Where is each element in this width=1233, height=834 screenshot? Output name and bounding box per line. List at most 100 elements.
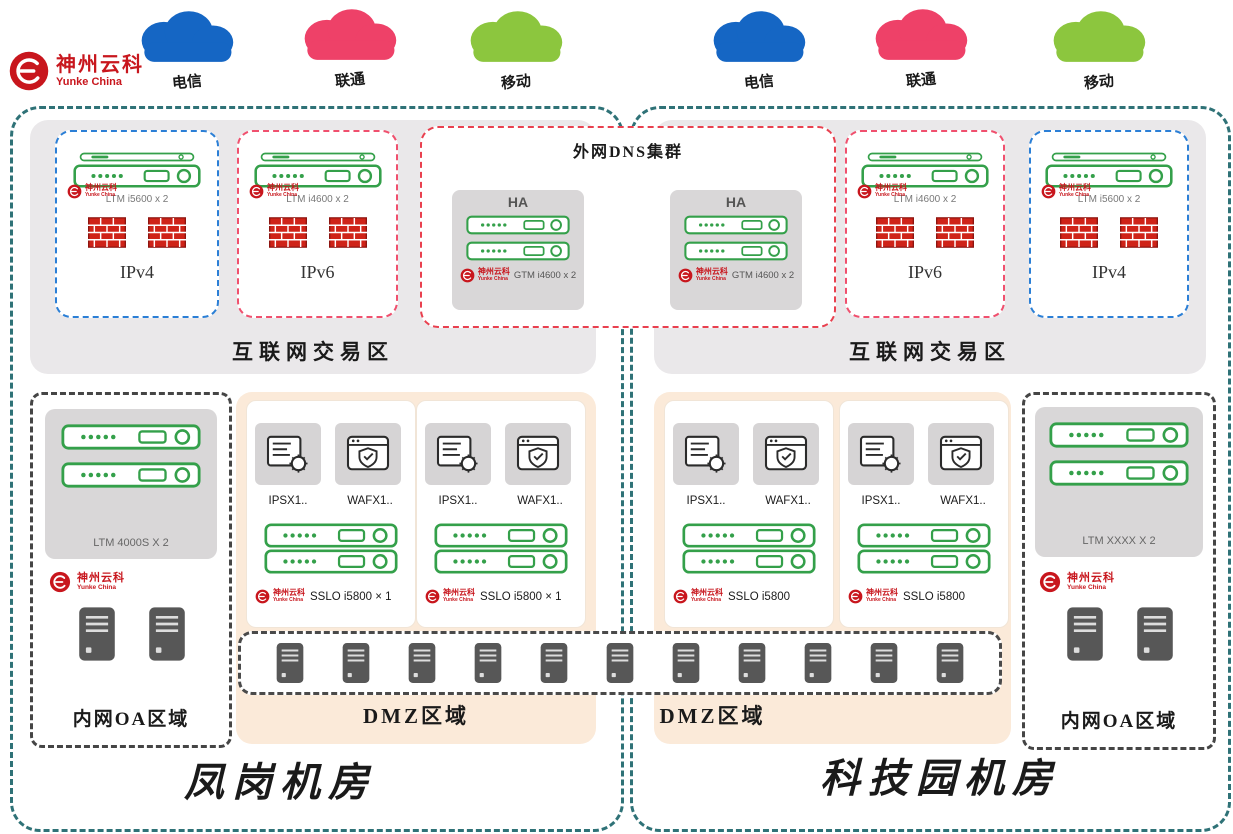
server-icon — [935, 640, 965, 686]
dc-name-left: 凤岗机房 — [184, 760, 376, 805]
isp-label: 移动 — [500, 73, 532, 93]
waf-label: WAFX1.. — [347, 495, 393, 507]
brand-subtitle: Yunke China — [77, 584, 117, 592]
waf-icon — [516, 434, 560, 474]
appliance-icon — [867, 152, 983, 162]
appliance-icon — [466, 214, 570, 236]
ips-icon-box — [848, 423, 914, 485]
firewall-icon — [269, 217, 307, 248]
swirl-icon — [67, 184, 82, 199]
brand-name: 神州云科 — [85, 183, 117, 193]
device-label: LTM i5600 x 2 — [1077, 194, 1141, 205]
zone-label: IPv4 — [1091, 262, 1126, 282]
server-icon — [407, 640, 437, 686]
device-label: SSLO i5800 — [728, 590, 791, 603]
brand-subtitle: Yunke China — [1067, 584, 1107, 592]
server-icon — [605, 640, 635, 686]
firewall-icon — [329, 217, 367, 248]
waf-icon — [346, 434, 390, 474]
appliance-icon — [426, 549, 576, 574]
device-stack — [239, 132, 396, 188]
server-icon — [803, 640, 833, 686]
server-strip — [238, 631, 1002, 695]
brand-subtitle: Yunke China — [875, 192, 906, 199]
firewall-row — [1031, 217, 1187, 248]
device-label: LTM i5600 x 2 — [105, 194, 169, 205]
ha-label: HA — [725, 194, 747, 210]
swirl-icon — [1039, 571, 1061, 593]
device-label: SSLO i5800 × 1 — [480, 590, 562, 603]
appliance-icon — [684, 214, 788, 236]
appliance-icon — [674, 549, 824, 574]
swirl-icon — [460, 268, 475, 283]
server-icon — [1135, 605, 1175, 663]
ips-icon-box — [425, 423, 491, 485]
waf-icon-box — [928, 423, 994, 485]
brand-name: 神州云科 — [443, 588, 475, 598]
brand-subtitle: Yunke China — [1059, 192, 1090, 199]
dmz-zone-label: DMZ区域 — [363, 704, 469, 728]
appliance-icon — [79, 152, 195, 162]
brand-name: 神州云科 — [273, 588, 305, 598]
server-icon — [341, 640, 371, 686]
isp-cloud: 联通 — [861, 3, 981, 91]
appliance-icon — [684, 240, 788, 262]
cloud-icon — [700, 5, 818, 69]
server-group — [77, 605, 187, 663]
swirl-icon — [678, 268, 693, 283]
device-label: SSLO i5800 — [903, 590, 966, 603]
cloud-icon — [128, 5, 246, 69]
device-label: GTM i4600 x 2 — [731, 270, 795, 281]
isp-label: 移动 — [1083, 73, 1115, 93]
swirl-icon — [1041, 184, 1056, 199]
isp-label: 电信 — [743, 73, 775, 93]
waf-icon-box — [335, 423, 401, 485]
isp-label: 联通 — [334, 71, 366, 91]
ips-icon-box — [673, 423, 739, 485]
ips-label: IPSX1.. — [686, 495, 726, 507]
appliance-icon — [1049, 421, 1189, 449]
swirl-icon — [8, 50, 50, 92]
firewall-row — [57, 217, 217, 248]
brand-logo: 神州云科 Yunke China — [8, 50, 144, 92]
brand-name: 神州云科 — [77, 572, 125, 585]
cloud-icon — [457, 5, 575, 69]
brand-name: 神州云科 — [56, 53, 144, 76]
isp-label: 电信 — [171, 73, 203, 93]
ha-label: HA — [507, 194, 529, 210]
cloud-icon — [291, 3, 409, 67]
server-group — [1065, 605, 1175, 663]
device-stack — [57, 132, 217, 188]
server-icon — [1065, 605, 1105, 663]
waf-icon — [939, 434, 983, 474]
swirl-icon — [49, 571, 71, 593]
device-stack — [1031, 132, 1187, 188]
firewall-icon — [936, 217, 974, 248]
server-icon — [671, 640, 701, 686]
oa-device-box: LTM 4000S X 2 — [45, 409, 217, 559]
appliance-icon — [1051, 152, 1167, 162]
isp-cloud: 移动 — [456, 5, 576, 93]
device-label: LTM 4000S X 2 — [93, 537, 169, 549]
swirl-icon — [673, 589, 688, 604]
ips-icon — [436, 434, 480, 474]
firewall-row — [847, 217, 1003, 248]
